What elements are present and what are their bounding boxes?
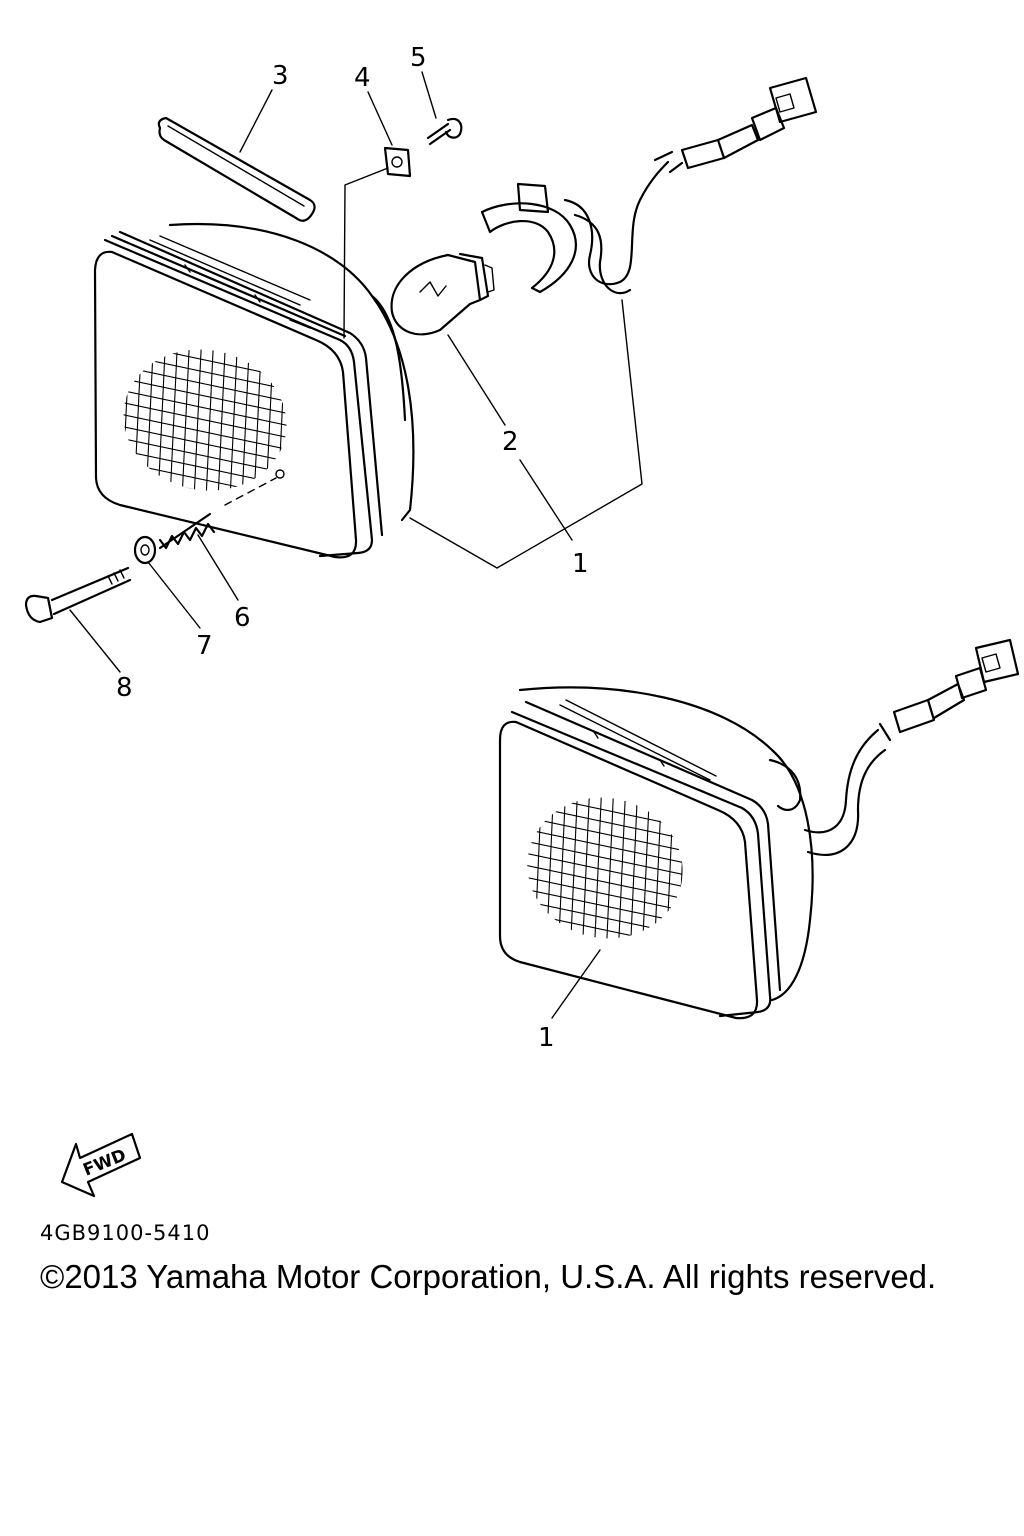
leader-lines	[69, 71, 643, 1019]
fwd-arrow-icon: FWD	[60, 1132, 142, 1198]
callout-7: 7	[196, 631, 213, 661]
socket-harness	[480, 76, 818, 295]
callout-5: 5	[410, 43, 427, 73]
diagram-code: 4GB9100-5410	[40, 1221, 211, 1245]
callout-6: 6	[234, 603, 251, 633]
callout-4: 4	[354, 63, 371, 93]
screw-small	[426, 117, 463, 146]
screw-long	[24, 566, 132, 624]
nut-clip	[383, 146, 412, 178]
headlight-lower	[498, 638, 1020, 1020]
headlight-upper	[93, 223, 415, 559]
callout-1-upper: 1	[572, 549, 589, 579]
lens-pattern-upper	[110, 334, 300, 506]
dashed-adjust-line	[224, 477, 277, 506]
rim-strip	[157, 116, 316, 222]
spring	[158, 512, 216, 550]
callout-8: 8	[116, 673, 133, 703]
copyright-notice: ©2013 Yamaha Motor Corporation, U.S.A. A…	[40, 1258, 937, 1295]
bulb	[390, 252, 495, 336]
callout-2: 2	[502, 427, 519, 457]
lens-pattern-lower	[514, 783, 696, 953]
callout-3: 3	[272, 61, 289, 91]
callout-1-lower: 1	[538, 1023, 555, 1053]
washer	[133, 535, 157, 565]
